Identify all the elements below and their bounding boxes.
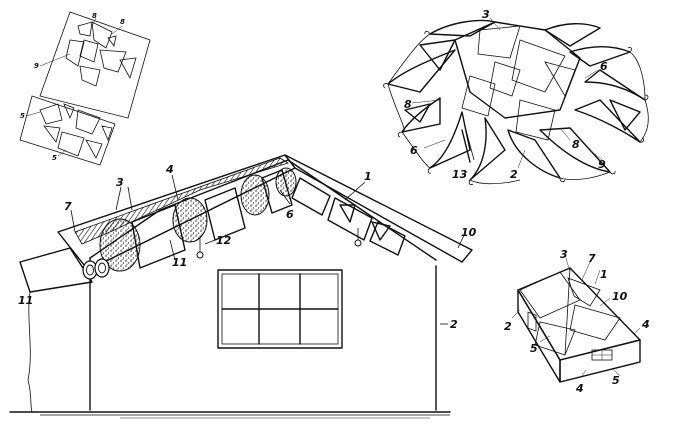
covering-rolls-left — [99, 167, 297, 272]
label-pattern-8a: 8 — [92, 12, 97, 20]
label-pattern-5b: 5 — [52, 154, 57, 162]
label-box-1: 1 — [600, 268, 608, 281]
label-pattern-5a: 5 — [20, 112, 25, 120]
house-figure: 3 4 6 1 7 10 11 12 11 2 — [9, 154, 477, 419]
canopy-figure: 3 6 8 8 6 9 13 2 — [383, 8, 649, 186]
label-box-7: 7 — [588, 252, 596, 265]
label-canopy-3: 3 — [482, 8, 490, 21]
label-main-10: 10 — [461, 226, 477, 239]
label-main-4: 4 — [165, 163, 174, 176]
label-box-5a: 5 — [530, 342, 538, 355]
label-canopy-6a: 6 — [600, 60, 608, 73]
label-box-4a: 4 — [575, 382, 584, 395]
label-main-2: 2 — [450, 318, 458, 331]
label-pattern-8b: 8 — [120, 18, 125, 26]
pattern-sheet-outline — [39, 11, 151, 119]
building-figure: 3 7 1 10 2 5 4 5 4 — [504, 248, 650, 395]
label-pattern-9: 9 — [34, 62, 39, 70]
covering-rolls-right — [291, 177, 406, 256]
label-main-1: 1 — [364, 170, 372, 183]
canopy-strings — [387, 33, 649, 185]
canopy-hooks — [383, 30, 649, 186]
label-box-4b: 4 — [641, 318, 650, 331]
house-window — [217, 269, 343, 349]
label-box-2: 2 — [504, 320, 512, 333]
label-main-11a: 11 — [18, 294, 33, 307]
label-canopy-13: 13 — [452, 168, 468, 181]
pattern-pieces-lower — [39, 103, 113, 159]
building-front-face — [559, 339, 641, 383]
pattern-pieces-upper — [65, 21, 137, 87]
building-left-face — [517, 289, 561, 383]
label-canopy-6b: 6 — [410, 144, 418, 157]
rolled-end — [19, 247, 110, 413]
label-canopy-9: 9 — [598, 158, 606, 171]
canopy-center — [454, 21, 581, 119]
label-canopy-8b: 8 — [572, 138, 580, 151]
canopy-flaps — [387, 19, 646, 181]
label-box-3: 3 — [560, 248, 568, 261]
pattern-sheet-figure: 8 8 9 5 5 — [19, 11, 151, 166]
building-windows — [527, 311, 613, 361]
label-canopy-8a: 8 — [404, 98, 412, 111]
label-main-12: 12 — [216, 234, 232, 247]
label-main-11b: 11 — [172, 256, 187, 269]
label-main-7: 7 — [64, 200, 72, 213]
label-canopy-2: 2 — [510, 168, 518, 181]
label-box-5b: 5 — [612, 374, 620, 387]
label-main-6: 6 — [286, 208, 294, 221]
label-box-10: 10 — [612, 290, 628, 303]
label-main-3: 3 — [116, 176, 124, 189]
